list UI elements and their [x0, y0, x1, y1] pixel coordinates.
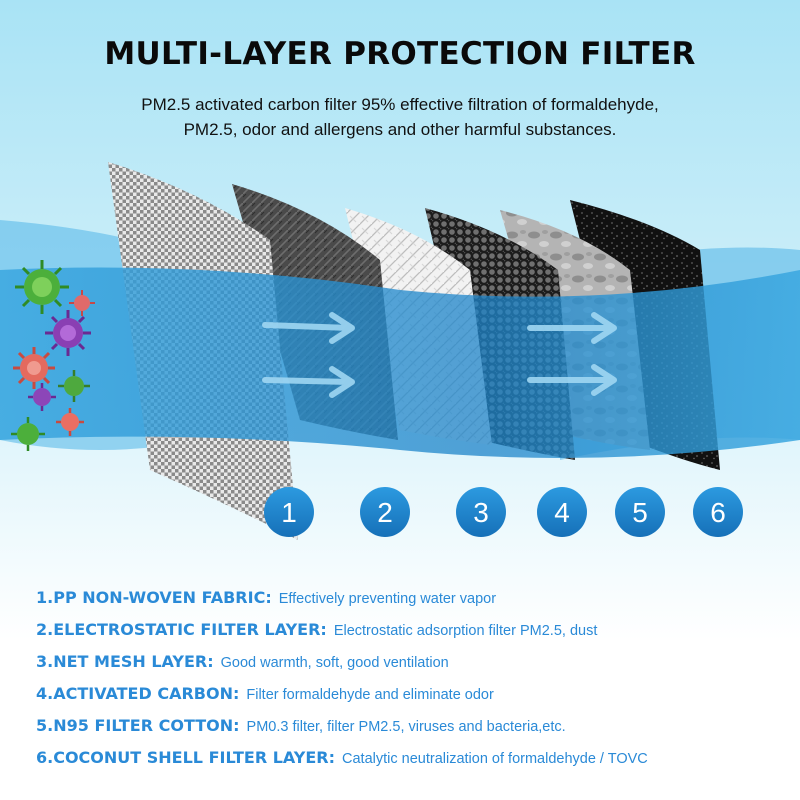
- layer-badge-3: 3: [456, 487, 506, 537]
- layer-badge-6: 6: [693, 487, 743, 537]
- layer-badge-1-label: 1: [281, 497, 297, 528]
- legend-row-5: 5.N95 FILTER COTTON: PM0.3 filter, filte…: [36, 716, 776, 748]
- legend-term: 1.PP NON-WOVEN FABRIC:: [36, 588, 272, 607]
- layer-badge-6-label: 6: [710, 497, 726, 528]
- layer-badge-2-label: 2: [377, 497, 393, 528]
- legend-row-6: 6.COCONUT SHELL FILTER LAYER: Catalytic …: [36, 748, 776, 780]
- virus-icon: [56, 408, 84, 436]
- layer-badge-2: 2: [360, 487, 410, 537]
- virus-icon: [58, 370, 90, 402]
- virus-icon: [11, 417, 45, 451]
- legend-row-4: 4.ACTIVATED CARBON: Filter formaldehyde …: [36, 684, 776, 716]
- airflow-band: [0, 267, 800, 458]
- layer-badge-5: 5: [615, 487, 665, 537]
- legend-term: 4.ACTIVATED CARBON:: [36, 684, 240, 703]
- layer-badge-4-label: 4: [554, 497, 570, 528]
- arrow-right-icon: [527, 364, 617, 396]
- arrow-right-icon: [262, 366, 355, 398]
- legend-description: Electrostatic adsorption filter PM2.5, d…: [333, 623, 598, 639]
- layer-badge-3-label: 3: [473, 497, 489, 528]
- legend-description: Good warmth, soft, good ventilation: [220, 655, 449, 671]
- virus-icon: [28, 383, 56, 411]
- subtitle-line-1: PM2.5 activated carbon filter 95% effect…: [141, 95, 659, 114]
- virus-icon: [13, 347, 55, 389]
- virus-icon: [45, 310, 91, 356]
- page-title: MULTI-LAYER PROTECTION FILTER: [104, 36, 696, 72]
- virus-icon: [69, 290, 95, 316]
- virus-icon: [15, 260, 69, 314]
- legend-term: 6.COCONUT SHELL FILTER LAYER:: [36, 748, 336, 767]
- legend-description: Catalytic neutralization of formaldehyde…: [342, 751, 648, 767]
- legend-term: 5.N95 FILTER COTTON:: [36, 716, 240, 735]
- legend-term: 2.ELECTROSTATIC FILTER LAYER:: [36, 620, 327, 639]
- legend-description: Effectively preventing water vapor: [278, 591, 497, 607]
- layer-legend: 1.PP NON-WOVEN FABRIC: Effectively preve…: [36, 588, 776, 780]
- layer-badge-5-label: 5: [632, 497, 648, 528]
- legend-description: Filter formaldehyde and eliminate odor: [246, 687, 494, 703]
- arrow-right-icon: [527, 312, 617, 344]
- legend-description: PM0.3 filter, filter PM2.5, viruses and …: [246, 719, 566, 735]
- legend-row-2: 2.ELECTROSTATIC FILTER LAYER: Electrosta…: [36, 620, 776, 652]
- legend-term: 3.NET MESH LAYER:: [36, 652, 214, 671]
- layer-badge-4: 4: [537, 487, 587, 537]
- filter-layers-illustration: 1 2 3 4 5 6: [0, 162, 800, 540]
- layer-badge-1: 1: [264, 487, 314, 537]
- legend-row-1: 1.PP NON-WOVEN FABRIC: Effectively preve…: [36, 588, 776, 620]
- subtitle-line-2: PM2.5, odor and allergens and other harm…: [183, 120, 617, 139]
- legend-row-3: 3.NET MESH LAYER: Good warmth, soft, goo…: [36, 652, 776, 684]
- arrow-right-icon: [262, 312, 355, 344]
- subtitle: PM2.5 activated carbon filter 95% effect…: [80, 92, 720, 142]
